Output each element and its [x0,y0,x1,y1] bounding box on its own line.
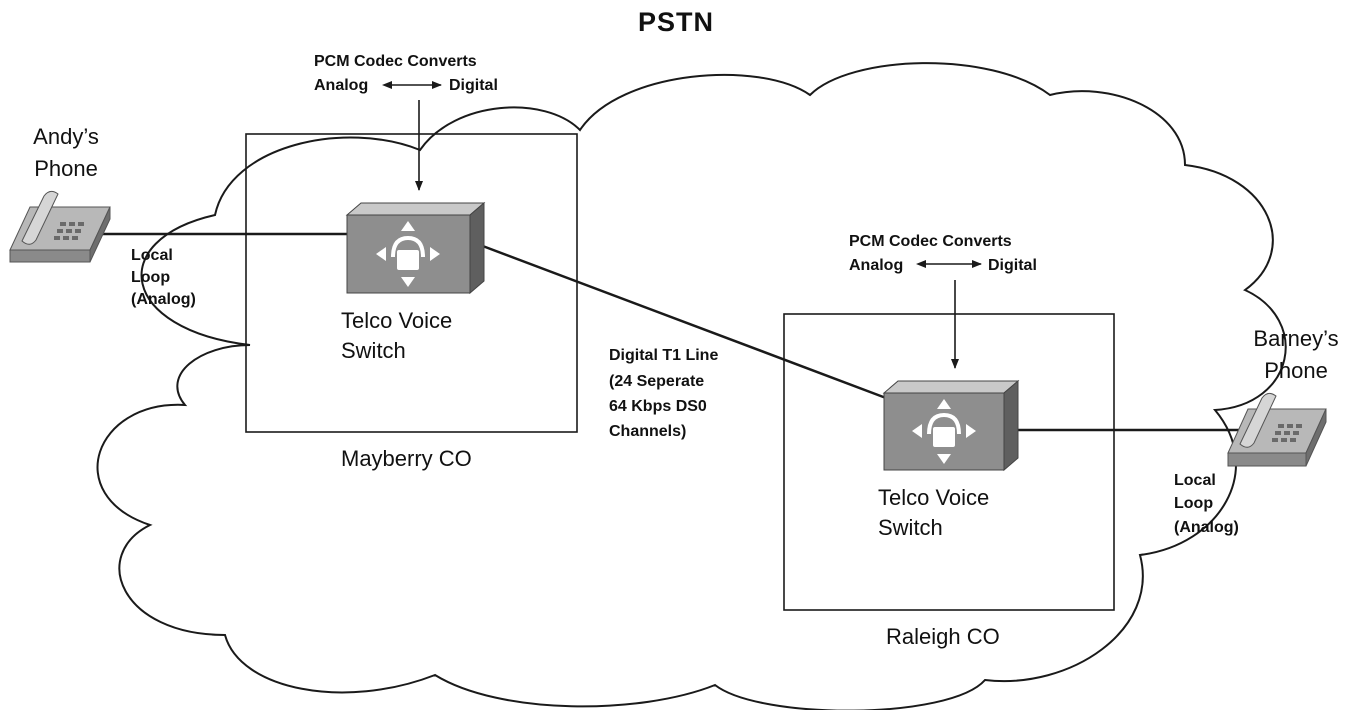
left-voice-switch-icon [345,201,486,295]
right-voice-switch-icon [882,379,1020,472]
right-local-loop-label-line3: (Analog) [1174,519,1239,536]
left-switch-label-line1: Telco Voice [341,308,453,333]
andy-phone-icon [9,190,111,263]
right-local-loop-label-line1: Local [1174,472,1216,489]
trunk-label-line3: 64 Kbps DS0 [609,398,707,415]
right-switch-label-line2: Switch [878,515,943,540]
trunk-label-line2: (24 Seperate [609,373,705,390]
left-codec-title: PCM Codec Converts [314,53,477,70]
left-local-loop-label-line2: Loop [131,269,171,286]
raleigh-co-label: Raleigh CO [886,624,1000,649]
left-switch-label-line2: Switch [341,338,406,363]
trunk-label-line4: Channels) [609,423,687,440]
t1-trunk-line [479,243,887,400]
left-local-loop-label-line1: Local [131,247,173,264]
andy-phone-label-line1: Andy’s [33,124,99,149]
raleigh-co-box [783,313,1115,611]
barney-phone-label-line1: Barney’s [1253,326,1339,351]
left-codec-digital: Digital [449,77,498,94]
left-codec-analog: Analog [314,77,369,94]
right-codec-title: PCM Codec Converts [849,233,1012,250]
left-local-loop-label-line3: (Analog) [131,291,196,308]
andy-phone-label-line2: Phone [34,156,98,181]
mayberry-co-label: Mayberry CO [341,446,472,471]
barney-phone-icon [1227,392,1327,467]
right-local-loop-label-line2: Loop [1174,495,1214,512]
right-codec-digital: Digital [988,257,1037,274]
barney-phone-label-line2: Phone [1264,358,1328,383]
right-switch-label-line1: Telco Voice [878,485,990,510]
trunk-label-line1: Digital T1 Line [609,347,719,364]
mayberry-co-box [245,133,578,433]
right-codec-analog: Analog [849,257,904,274]
diagram-title: PSTN [637,7,715,37]
